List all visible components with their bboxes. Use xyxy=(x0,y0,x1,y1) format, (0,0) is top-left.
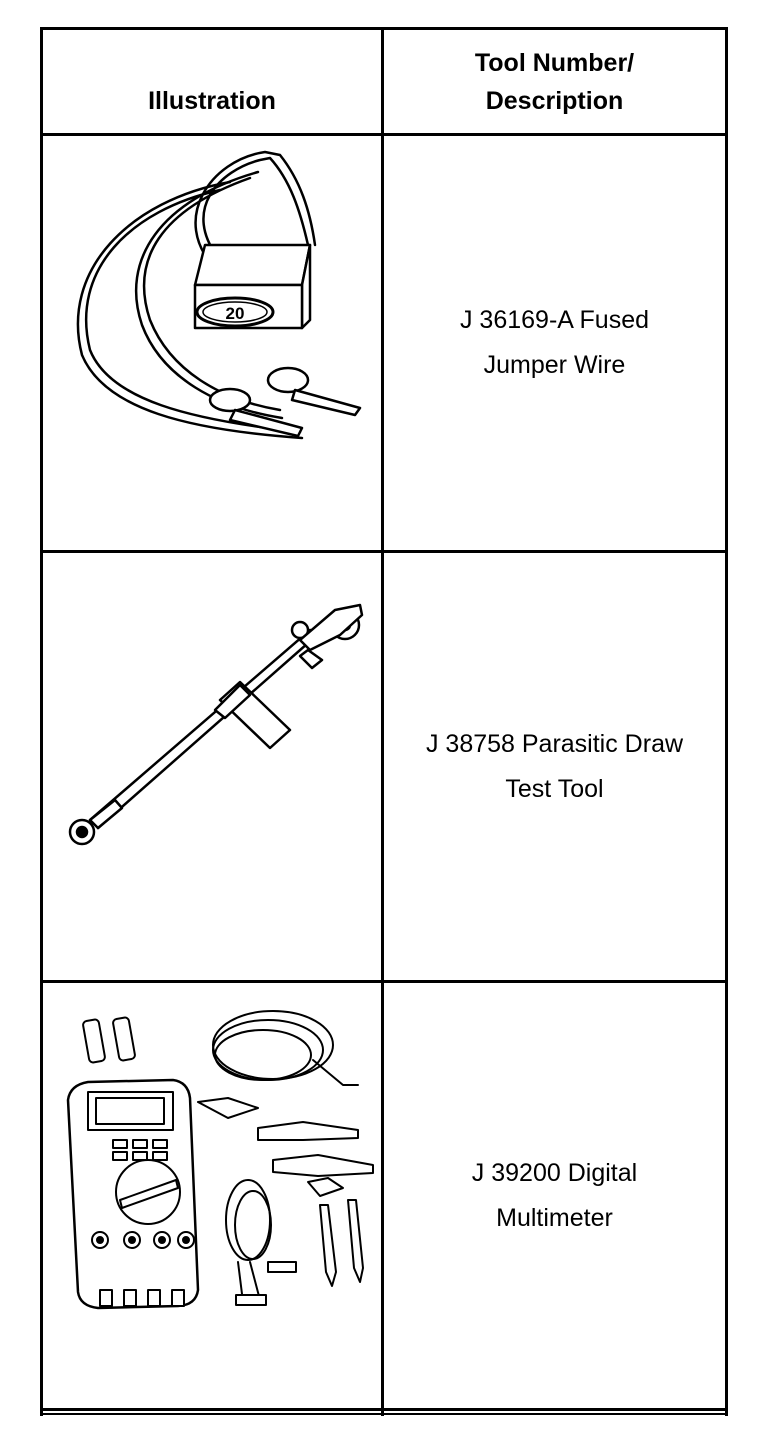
row-3-description: J 39200 Digital Multimeter xyxy=(384,983,725,1408)
parasitic-draw-test-tool-illustration xyxy=(60,590,370,860)
table-border-top xyxy=(40,27,728,30)
row-1-description: J 36169-A Fused Jumper Wire xyxy=(384,136,725,550)
fuse-rating-label: 20 xyxy=(226,304,245,323)
column-divider xyxy=(381,27,384,1416)
row-1-description-text: J 36169-A Fused Jumper Wire xyxy=(459,306,649,379)
table-border-left xyxy=(40,27,43,1416)
header-illustration: Illustration xyxy=(43,70,381,132)
row-2-description-text: J 38758 Parasitic Draw Test Tool xyxy=(425,729,684,803)
header-tool-label: Tool Number/ Description xyxy=(474,48,635,115)
header-tool: Tool Number/ Description xyxy=(384,30,725,133)
row-divider-2 xyxy=(40,980,728,983)
table-border-bottom xyxy=(40,1408,728,1411)
fused-jumper-wire-illustration: 20 xyxy=(70,150,370,440)
table-border-bottom-double xyxy=(40,1413,728,1415)
row-2-description: J 38758 Parasitic Draw Test Tool xyxy=(384,553,725,980)
header-illustration-label: Illustration xyxy=(148,87,276,115)
digital-multimeter-illustration xyxy=(58,1000,378,1312)
header-divider xyxy=(40,133,728,136)
row-3-description-text: J 39200 Digital Multimeter xyxy=(471,1158,638,1232)
table-border-right xyxy=(725,27,728,1416)
row-divider-1 xyxy=(40,550,728,553)
